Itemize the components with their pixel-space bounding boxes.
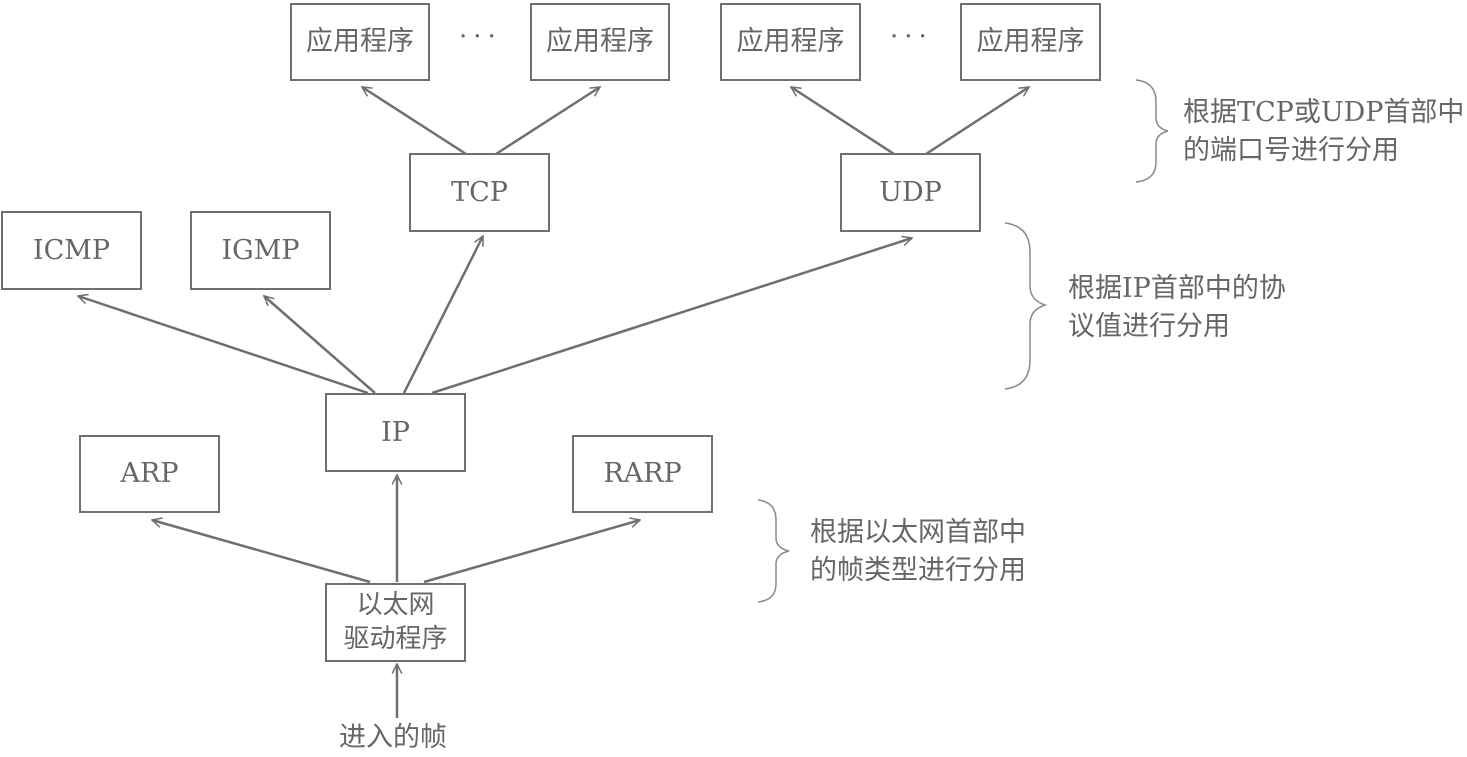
application-box-1: 应用程序: [290, 3, 430, 81]
brace-protocol-demux: [1004, 222, 1048, 390]
port-demux-annotation: 根据TCP或UDP首部中 的端口号进行分用: [1183, 97, 1465, 166]
application-box-3: 应用程序: [720, 3, 861, 81]
brace-port-demux: [1135, 79, 1169, 183]
arrow-ethernet-to-arp: [152, 520, 371, 584]
brace-frame-demux: [757, 499, 790, 603]
udp-box: UDP: [840, 153, 981, 232]
ellipsis-tcp-apps: ···: [459, 22, 502, 52]
arrow-tcp-to-app2: [495, 85, 600, 156]
application-box-2: 应用程序: [530, 3, 670, 81]
ellipsis-udp-apps: ···: [890, 22, 933, 52]
arrow-ethernet-to-rarp: [423, 520, 640, 584]
arrow-ip-to-igmp: [264, 296, 376, 394]
incoming-frame-label: 进入的帧: [339, 722, 447, 753]
ethernet-driver-box: 以太网 驱动程序: [325, 583, 466, 662]
icmp-box: ICMP: [1, 211, 142, 290]
arrow-tcp-to-app1: [362, 85, 467, 156]
ip-box: IP: [325, 393, 466, 472]
igmp-box: IGMP: [190, 211, 331, 290]
rarp-box: RARP: [572, 435, 713, 513]
tcp-box: TCP: [409, 153, 550, 232]
arrow-ip-to-icmp: [78, 296, 369, 395]
arrow-ip-to-tcp: [402, 236, 485, 394]
protocol-demux-annotation: 根据IP首部中的协 议值进行分用: [1068, 273, 1286, 342]
arrow-udp-to-app4: [925, 85, 1029, 156]
arrow-udp-to-app3: [791, 85, 895, 156]
application-box-4: 应用程序: [960, 3, 1101, 81]
frame-demux-annotation: 根据以太网首部中 的帧类型进行分用: [810, 517, 1026, 586]
arrow-ip-to-udp: [431, 238, 912, 395]
arp-box: ARP: [79, 435, 220, 513]
